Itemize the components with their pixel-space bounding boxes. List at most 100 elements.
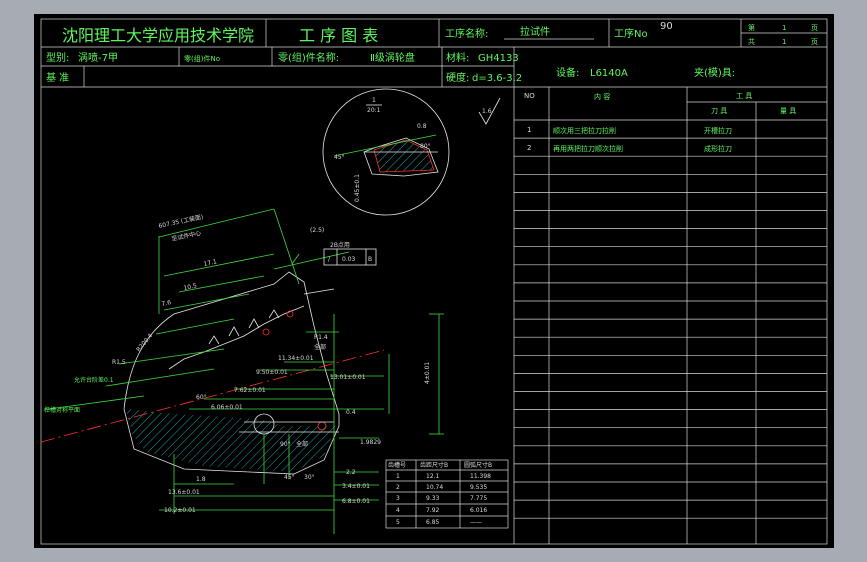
roughness-symbol: 1.6 bbox=[478, 97, 501, 125]
page-total-value: 1 bbox=[782, 38, 786, 46]
proc-no-value: 90 bbox=[660, 21, 673, 32]
equipment-value: L6140A bbox=[590, 68, 628, 79]
svg-text:1.6: 1.6 bbox=[482, 108, 492, 115]
material-label: 材料: bbox=[446, 51, 469, 64]
svg-text:30°: 30° bbox=[304, 474, 315, 481]
page-total-unit: 页 bbox=[811, 38, 818, 46]
row-content: 再用两把拉刀顺次拉削 bbox=[553, 144, 623, 153]
svg-text:90°: 90° bbox=[280, 441, 291, 448]
svg-text:1.9829: 1.9829 bbox=[360, 439, 381, 446]
table-row: 4 7.92 6.016 bbox=[396, 507, 487, 514]
proc-no-label: 工序No bbox=[614, 27, 648, 40]
svg-text:45°: 45° bbox=[334, 154, 345, 161]
model-value: 涡喷-7甲 bbox=[78, 52, 118, 64]
svg-text:7.6: 7.6 bbox=[161, 299, 172, 308]
svg-text:2.2: 2.2 bbox=[346, 469, 356, 476]
svg-text:7.92: 7.92 bbox=[426, 507, 440, 514]
svg-text:齿槽号: 齿槽号 bbox=[388, 461, 406, 469]
detail-view: 1 20:1 45° 80° 0.8 0.45±0.1 bbox=[322, 88, 450, 216]
svg-text:11.34±0.01: 11.34±0.01 bbox=[278, 355, 314, 362]
page-no-label: 第 bbox=[748, 23, 755, 32]
school-name: 沈阳理工大学应用技术学院 bbox=[62, 26, 254, 45]
svg-text:4: 4 bbox=[396, 507, 400, 514]
row-cutter: 开槽拉刀 bbox=[704, 126, 732, 135]
col-header-gauge: 量 具 bbox=[780, 107, 796, 115]
svg-text:80°: 80° bbox=[420, 143, 431, 150]
svg-text:全部: 全部 bbox=[314, 343, 326, 351]
svg-text:B: B bbox=[368, 256, 372, 263]
svg-text:10.2±0.01: 10.2±0.01 bbox=[164, 507, 196, 514]
svg-text:0.8: 0.8 bbox=[417, 123, 427, 130]
table-row: 2 再用两把拉刀顺次拉削 成形拉刀 bbox=[527, 144, 732, 153]
proc-name-value: 拉试件 bbox=[520, 25, 550, 38]
chart-title: 工 序 图 表 bbox=[299, 26, 378, 45]
svg-text:13.01±0.01: 13.01±0.01 bbox=[330, 374, 366, 381]
col-header-cutter: 刀 具 bbox=[711, 107, 727, 115]
fixture-label: 夹(模)具: bbox=[694, 66, 735, 79]
svg-text:6.016: 6.016 bbox=[470, 507, 487, 514]
table-row: 2 10.74 9.535 bbox=[396, 484, 487, 491]
svg-text:7.62±0.01: 7.62±0.01 bbox=[234, 387, 266, 394]
svg-text:全部: 全部 bbox=[296, 440, 308, 448]
row-no: 1 bbox=[527, 126, 531, 134]
svg-text:R1.5: R1.5 bbox=[112, 359, 126, 366]
svg-text:榫槽对称平面: 榫槽对称平面 bbox=[44, 406, 80, 414]
svg-text:45°: 45° bbox=[284, 474, 295, 481]
col-header-tools: 工 具 bbox=[736, 92, 752, 100]
svg-text:1: 1 bbox=[372, 97, 376, 104]
table-row: 1 12.1 11.398 bbox=[396, 473, 491, 480]
material-value: GH4133 bbox=[478, 53, 519, 64]
drawing-viewport: 沈阳理工大学应用技术学院 工 序 图 表 工序名称: 拉试件 工序No 90 第… bbox=[34, 14, 834, 548]
symmetry-line bbox=[40, 349, 385, 443]
svg-text:圆弧尺寸B: 圆弧尺寸B bbox=[464, 461, 492, 469]
table-row: 5 6.85 —— bbox=[396, 519, 482, 526]
svg-text:6.8±0.01: 6.8±0.01 bbox=[342, 498, 370, 505]
tooth-slot-table: 齿槽号 齿距尺寸B 圆弧尺寸B 1 12.1 11.398 2 10.74 9.… bbox=[385, 459, 509, 529]
equipment-label: 设备: bbox=[556, 66, 579, 79]
table-row: 1 顺次用三把拉刀拉削 开槽拉刀 bbox=[527, 126, 732, 135]
svg-text:至试件中心: 至试件中心 bbox=[171, 229, 202, 243]
svg-text:0.45±0.1: 0.45±0.1 bbox=[354, 174, 361, 202]
dimension-lines bbox=[48, 208, 444, 534]
svg-text:11.398: 11.398 bbox=[470, 473, 491, 480]
page-total-label: 共 bbox=[748, 37, 755, 46]
header-block: 沈阳理工大学应用技术学院 工 序 图 表 工序名称: 拉试件 工序No 90 第… bbox=[41, 19, 827, 88]
svg-text:0.4: 0.4 bbox=[346, 409, 356, 416]
process-sheet: 沈阳理工大学应用技术学院 工 序 图 表 工序名称: 拉试件 工序No 90 第… bbox=[40, 18, 828, 545]
hardness-label: 硬度: bbox=[446, 71, 469, 84]
svg-text:10.5: 10.5 bbox=[183, 282, 198, 292]
svg-text:2: 2 bbox=[396, 484, 400, 491]
dimension-labels: 607.35 (工装面) 至试件中心 (2.5) 17.1 10.5 7.6 R… bbox=[44, 213, 431, 514]
svg-text:允许台阶差0.1: 允许台阶差0.1 bbox=[74, 376, 114, 384]
part-name-label: 零(组)件名称: bbox=[278, 51, 339, 64]
svg-text:10.74: 10.74 bbox=[426, 484, 443, 491]
svg-text:12.1: 12.1 bbox=[426, 473, 440, 480]
svg-text:17.1: 17.1 bbox=[203, 258, 218, 268]
part-no-label: 零(组)件No bbox=[184, 54, 220, 63]
row-no: 2 bbox=[527, 144, 531, 152]
operation-table: NO 内 容 工 具 刀 具 量 具 1 顺次用三把拉刀拉削 开槽拉刀 2 再用… bbox=[513, 86, 827, 544]
col-header-content: 内 容 bbox=[594, 92, 610, 101]
part-name-value: Ⅱ级涡轮盘 bbox=[370, 51, 415, 64]
tolerance-frame: 2B点用 / 0.03 B bbox=[323, 241, 377, 266]
svg-text:齿距尺寸B: 齿距尺寸B bbox=[420, 461, 448, 469]
table-row: 3 9.33 7.775 bbox=[396, 495, 487, 502]
svg-text:13.6±0.01: 13.6±0.01 bbox=[168, 489, 200, 496]
svg-text:2B点用: 2B点用 bbox=[330, 241, 350, 249]
sheet-border bbox=[40, 18, 828, 545]
svg-text:4±0.01: 4±0.01 bbox=[424, 362, 431, 384]
svg-text:6.85: 6.85 bbox=[426, 519, 440, 526]
svg-text:9.33: 9.33 bbox=[426, 495, 440, 502]
svg-text:——: —— bbox=[470, 519, 482, 526]
datum-label: 基 准 bbox=[46, 71, 69, 84]
row-content: 顺次用三把拉刀拉削 bbox=[553, 126, 616, 135]
svg-text:9.535: 9.535 bbox=[470, 484, 487, 491]
model-label: 型别: bbox=[46, 51, 69, 64]
svg-text:1.8: 1.8 bbox=[196, 476, 206, 483]
svg-text:3: 3 bbox=[396, 495, 400, 502]
page-no-value: 1 bbox=[782, 24, 786, 32]
row-cutter: 成形拉刀 bbox=[704, 144, 732, 153]
page-no-unit: 页 bbox=[811, 24, 818, 32]
svg-text:20:1: 20:1 bbox=[367, 107, 381, 114]
svg-text:/: / bbox=[328, 256, 331, 263]
